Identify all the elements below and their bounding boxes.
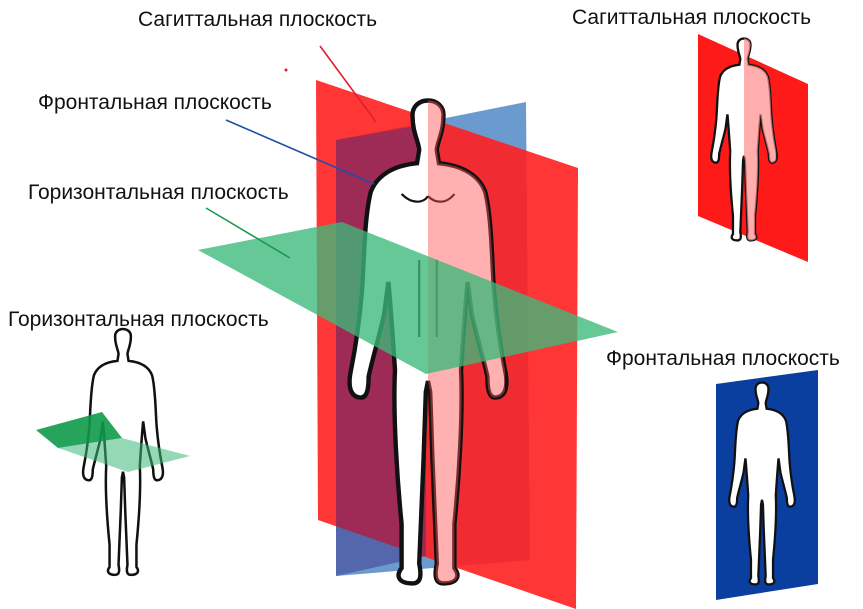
red-dot (285, 69, 288, 72)
inset-sagittal-group (698, 34, 808, 262)
main-planes-group (198, 80, 618, 609)
label-inset-horizontal: Горизонтальная плоскость (8, 309, 269, 330)
label-main-sagittal: Сагиттальная плоскость (138, 9, 377, 30)
label-main-frontal: Фронтальная плоскость (38, 92, 272, 113)
inset-horizontal-group (36, 329, 190, 575)
label-inset-frontal: Фронтальная плоскость (606, 348, 840, 369)
label-inset-sagittal: Сагиттальная плоскость (572, 7, 811, 28)
inset-frontal-group (716, 370, 818, 600)
label-main-horizontal: Горизонтальная плоскость (28, 182, 289, 203)
